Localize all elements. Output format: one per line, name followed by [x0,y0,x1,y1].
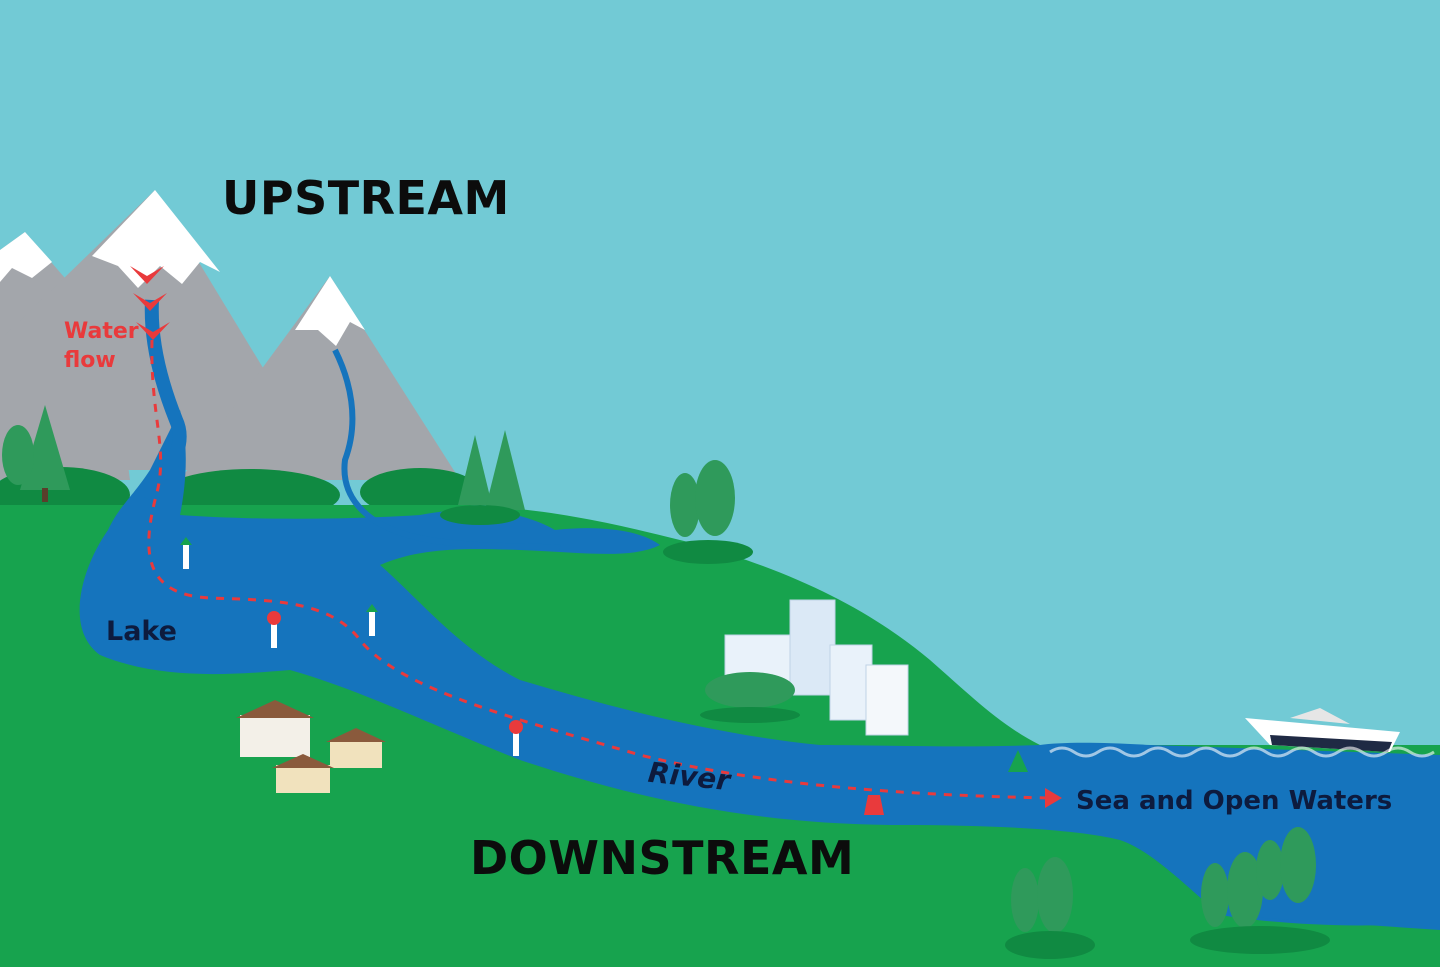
buoy [864,795,884,815]
chevron [133,293,167,311]
house [240,715,310,757]
mountain-far-left-snow [0,232,52,282]
roof [326,728,386,742]
building [829,644,873,721]
bush [1005,931,1095,959]
sea-waves [1049,746,1435,758]
side-stream [332,348,561,551]
house [330,740,382,768]
tree [1037,857,1073,933]
house [276,765,330,793]
mountains [0,190,460,480]
tree [1256,840,1284,900]
lake-label: Lake [106,616,177,647]
boat [1245,708,1400,752]
mountain-right [180,276,460,480]
buoy [1008,750,1028,772]
bush [700,707,800,723]
buoy-top [366,604,378,612]
tree [2,425,34,485]
buoys [180,537,1028,815]
building [865,664,909,736]
water-flow-label: Water flow [64,318,139,375]
tree [1201,863,1229,927]
pine [485,430,525,510]
roof [272,754,334,768]
chevron [130,266,164,284]
chevron [136,322,170,340]
tree [695,460,735,536]
boat-cabin [1290,708,1350,724]
tree [1011,868,1039,932]
flow-path-arrow [1045,788,1062,808]
bush [360,468,480,516]
building [789,599,836,696]
sea-label: Sea and Open Waters [1076,786,1393,816]
boat-stripe [1270,735,1392,752]
bush [1190,926,1330,954]
tree [1227,852,1263,928]
buoy [369,612,375,636]
buoy [183,545,189,569]
flow-path [147,339,1051,800]
bush [705,672,795,708]
upstream-label: UPSTREAM [222,171,510,225]
tree [1280,827,1316,903]
buoy-top [509,720,523,734]
water-flow-line-1: Water [64,319,139,344]
buoy-top [267,611,281,625]
bush [663,540,753,564]
roof [236,700,314,718]
houses [236,700,386,793]
pine [20,405,70,490]
downstream-label: DOWNSTREAM [470,831,855,885]
trunk [42,488,48,502]
buoy [271,622,277,648]
bush [440,505,520,525]
buoy [513,730,519,756]
mountain-big-snow [92,190,220,288]
city-buildings [700,599,909,736]
tree [670,473,700,537]
trees [2,405,1330,959]
river-label: River [646,755,732,798]
flow-chevrons [130,266,170,340]
mountain-right-snow [295,276,365,346]
water-flow-line-2: flow [64,347,116,373]
buoy-top [180,537,192,545]
pine [458,435,492,505]
